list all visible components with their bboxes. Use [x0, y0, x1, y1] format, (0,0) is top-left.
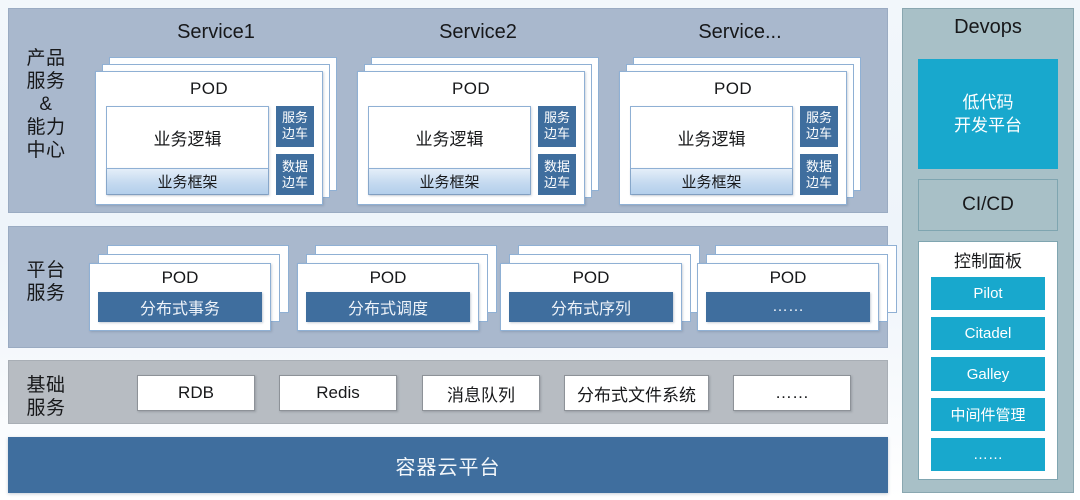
infra-item-more[interactable]: ……: [733, 375, 851, 411]
infra-item-message-queue[interactable]: 消息队列: [422, 375, 540, 411]
business-framework-bar-2: 业务框架: [369, 168, 530, 194]
service-title-1: Service1: [177, 21, 255, 43]
container-cloud-platform-bar[interactable]: 容器云平台: [8, 437, 888, 493]
control-panel-title: 控制面板: [954, 252, 1022, 271]
infra-item-distributed-file-system[interactable]: 分布式文件系统: [564, 375, 709, 411]
data-sidecar-3: 数据 边车: [800, 154, 838, 195]
platform-pod-title-4: POD: [769, 268, 807, 287]
platform-service-box-4: ……: [706, 292, 870, 322]
devops-title: Devops: [954, 16, 1022, 38]
service-sidecar-3: 服务 边车: [800, 106, 838, 147]
platform-pod-card-4[interactable]: POD ……: [697, 263, 879, 331]
sidecar-column-3: 服务 边车 数据 边车: [800, 106, 838, 195]
platform-pod-3[interactable]: POD 分布式序列: [500, 245, 700, 331]
pod-stack-1: POD 业务逻辑 业务框架 服务 边车 数据 边车: [95, 57, 337, 205]
band-platform-service: 平台 服务 POD 分布式事务 POD 分布式调度 POD 分布式序列: [8, 226, 897, 348]
pod-title-1: POD: [189, 79, 229, 98]
business-logic-column-3: 业务逻辑 业务框架: [630, 106, 793, 195]
business-logic-column-1: 业务逻辑 业务框架: [106, 106, 269, 195]
platform-pod-2[interactable]: POD 分布式调度: [297, 245, 497, 331]
platform-pod-card-1[interactable]: POD 分布式事务: [89, 263, 271, 331]
band-infrastructure-service: 基础 服务 RDB Redis 消息队列 分布式文件系统 ……: [8, 360, 888, 424]
platform-service-box-3: 分布式序列: [509, 292, 673, 322]
platform-pod-title-1: POD: [161, 268, 199, 287]
platform-pod-title-2: POD: [369, 268, 407, 287]
business-logic-label-1: 业务逻辑: [153, 130, 222, 149]
pod-card-2[interactable]: POD 业务逻辑 业务框架 服务 边车 数据 边车: [357, 71, 585, 205]
pod-body-3: 业务逻辑 业务框架 服务 边车 数据 边车: [630, 106, 838, 195]
band-product-label: 产品 服务 & 能力 中心: [26, 48, 66, 161]
business-framework-bar-1: 业务框架: [107, 168, 268, 194]
control-panel-list: Pilot Citadel Galley 中间件管理 ……: [931, 277, 1045, 472]
devops-sidebar: Devops 低代码 开发平台 CI/CD 控制面板 Pilot Citadel…: [902, 8, 1074, 493]
platform-pod-card-3[interactable]: POD 分布式序列: [500, 263, 682, 331]
platform-pod-1[interactable]: POD 分布式事务: [89, 245, 289, 331]
data-sidecar-1: 数据 边车: [276, 154, 314, 195]
control-panel-item-middleware-management[interactable]: 中间件管理: [931, 397, 1045, 431]
business-logic-label-2: 业务逻辑: [415, 130, 484, 149]
business-framework-bar-3: 业务框架: [631, 168, 792, 194]
pod-stack-2: POD 业务逻辑 业务框架 服务 边车 数据 边车: [357, 57, 599, 205]
platform-service-box-1: 分布式事务: [98, 292, 262, 322]
pod-stack-3: POD 业务逻辑 业务框架 服务 边车 数据 边车: [619, 57, 861, 205]
sidecar-column-2: 服务 边车 数据 边车: [538, 106, 576, 195]
infra-item-rdb[interactable]: RDB: [137, 375, 255, 411]
platform-pod-card-2[interactable]: POD 分布式调度: [297, 263, 479, 331]
control-panel-card: 控制面板 Pilot Citadel Galley 中间件管理 ……: [918, 241, 1058, 480]
business-logic-column-2: 业务逻辑 业务框架: [368, 106, 531, 195]
control-panel-item-pilot[interactable]: Pilot: [931, 277, 1045, 311]
data-sidecar-2: 数据 边车: [538, 154, 576, 195]
service-title-2: Service2: [439, 21, 517, 43]
platform-service-box-2: 分布式调度: [306, 292, 470, 322]
pod-title-2: POD: [451, 79, 491, 98]
control-panel-item-citadel[interactable]: Citadel: [931, 317, 1045, 351]
pod-body-1: 业务逻辑 业务框架 服务 边车 数据 边车: [106, 106, 314, 195]
infra-item-redis[interactable]: Redis: [279, 375, 397, 411]
business-logic-label-3: 业务逻辑: [677, 130, 746, 149]
pod-card-3[interactable]: POD 业务逻辑 业务框架 服务 边车 数据 边车: [619, 71, 847, 205]
service-group-3[interactable]: Service... POD 业务逻辑 业务框架 服务 边车 数据 边车: [619, 21, 861, 205]
control-panel-item-more[interactable]: ……: [931, 437, 1045, 472]
platform-pod-title-3: POD: [572, 268, 610, 287]
control-panel-item-galley[interactable]: Galley: [931, 357, 1045, 391]
service-sidecar-1: 服务 边车: [276, 106, 314, 147]
service-group-1[interactable]: Service1 POD 业务逻辑 业务框架 服务 边车 数据 边车: [95, 21, 337, 205]
sidecar-column-1: 服务 边车 数据 边车: [276, 106, 314, 195]
band-product-service-capability-center: 产品 服务 & 能力 中心 Service1 POD 业务逻辑 业务框架 服务 …: [8, 8, 888, 213]
pod-card-1[interactable]: POD 业务逻辑 业务框架 服务 边车 数据 边车: [95, 71, 323, 205]
service-group-2[interactable]: Service2 POD 业务逻辑 业务框架 服务 边车 数据 边车: [357, 21, 599, 205]
platform-pod-4[interactable]: POD ……: [697, 245, 897, 331]
band-infra-label: 基础 服务: [26, 375, 66, 419]
pod-title-3: POD: [713, 79, 753, 98]
lowcode-development-platform-card[interactable]: 低代码 开发平台: [918, 59, 1058, 169]
service-title-3: Service...: [698, 21, 782, 43]
service-sidecar-2: 服务 边车: [538, 106, 576, 147]
pod-body-2: 业务逻辑 业务框架 服务 边车 数据 边车: [368, 106, 576, 195]
band-platform-label: 平台 服务: [26, 260, 66, 304]
cicd-card[interactable]: CI/CD: [918, 179, 1058, 231]
